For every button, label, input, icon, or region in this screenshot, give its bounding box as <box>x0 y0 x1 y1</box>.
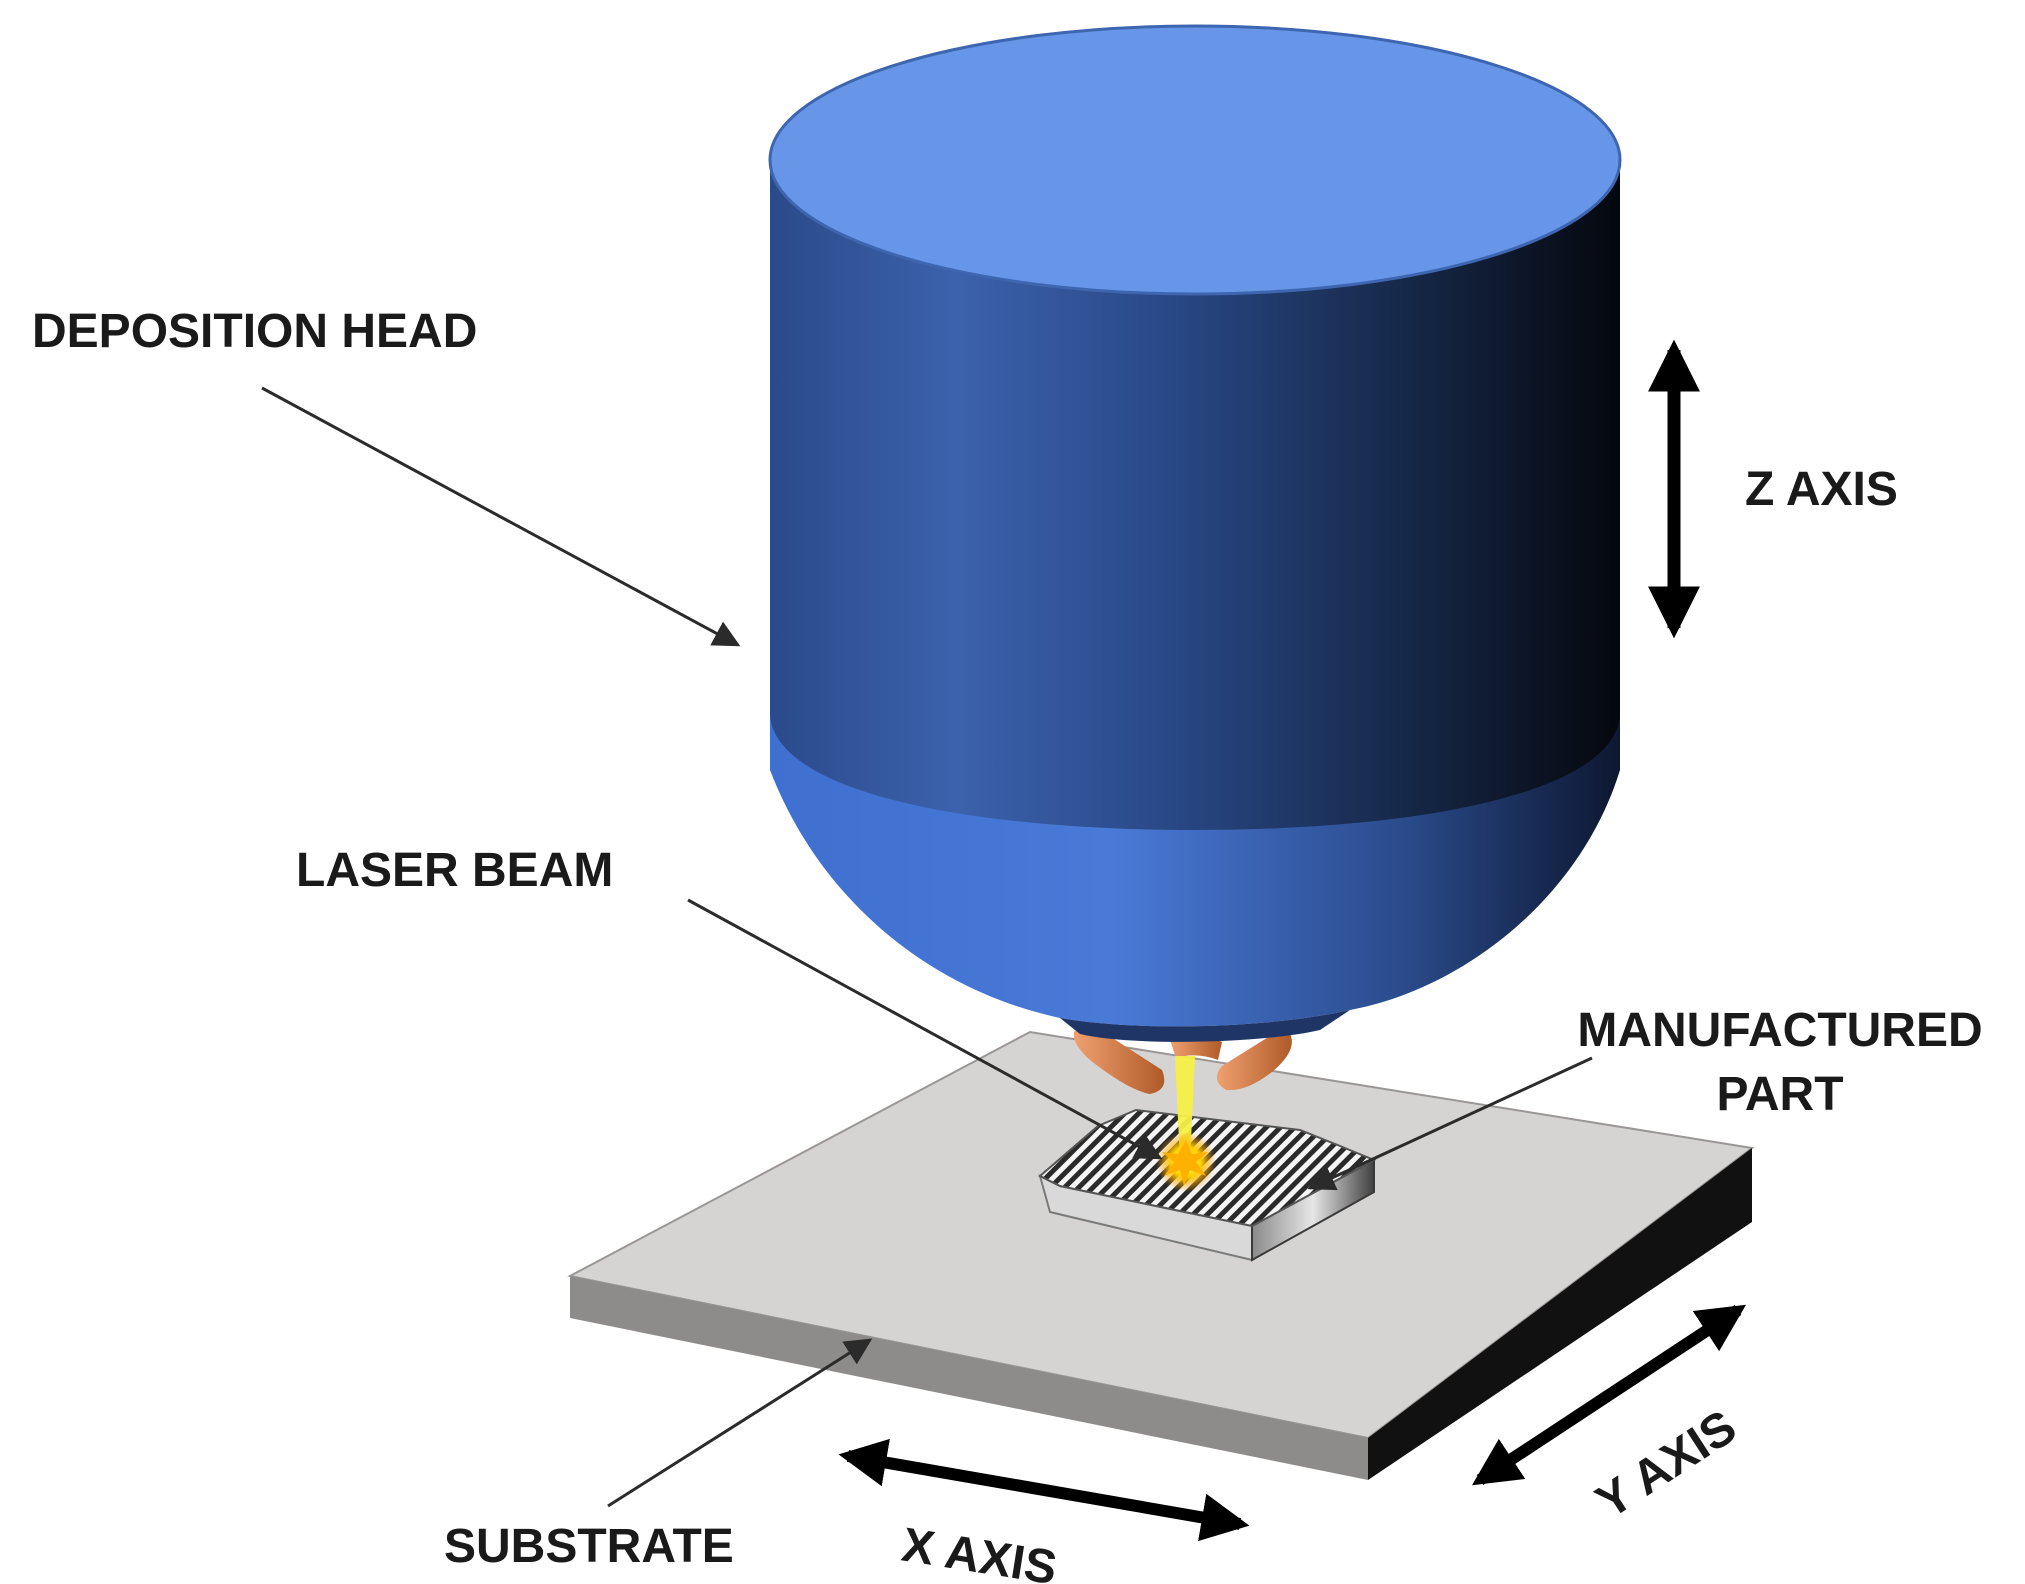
substrate-front-face <box>570 1276 1368 1480</box>
label-manufactured-part-line2: PART <box>1716 1068 1843 1121</box>
y-axis-arrow <box>1471 1304 1747 1486</box>
leader-manufactured-part <box>1307 1056 1593 1191</box>
leader-lines <box>261 386 1593 1508</box>
label-y-axis: Y AXIS <box>1587 1401 1746 1530</box>
nozzle-right <box>1216 1031 1292 1091</box>
nozzle-left <box>1073 1028 1165 1094</box>
label-laser-beam: LASER BEAM <box>296 844 613 897</box>
deposition-head <box>768 24 1622 1042</box>
axis-arrows <box>838 339 1747 1542</box>
head-body <box>770 160 1620 830</box>
melt-pool-spark <box>1162 1140 1208 1186</box>
laser-beam <box>1156 1056 1216 1192</box>
head-cone-tip <box>1060 1010 1350 1042</box>
label-x-axis: X AXIS <box>898 1519 1060 1584</box>
label-substrate: SUBSTRATE <box>444 1520 734 1573</box>
label-z-axis: Z AXIS <box>1745 463 1898 516</box>
label-deposition-head: DEPOSITION HEAD <box>32 305 477 358</box>
head-top-face <box>768 24 1622 296</box>
leader-deposition-head <box>261 386 741 647</box>
label-manufactured-part-line1: MANUFACTURED <box>1577 1004 1982 1057</box>
x-axis-arrow <box>838 1438 1250 1542</box>
leader-substrate <box>607 1338 873 1508</box>
leader-laser-beam <box>687 898 1163 1160</box>
